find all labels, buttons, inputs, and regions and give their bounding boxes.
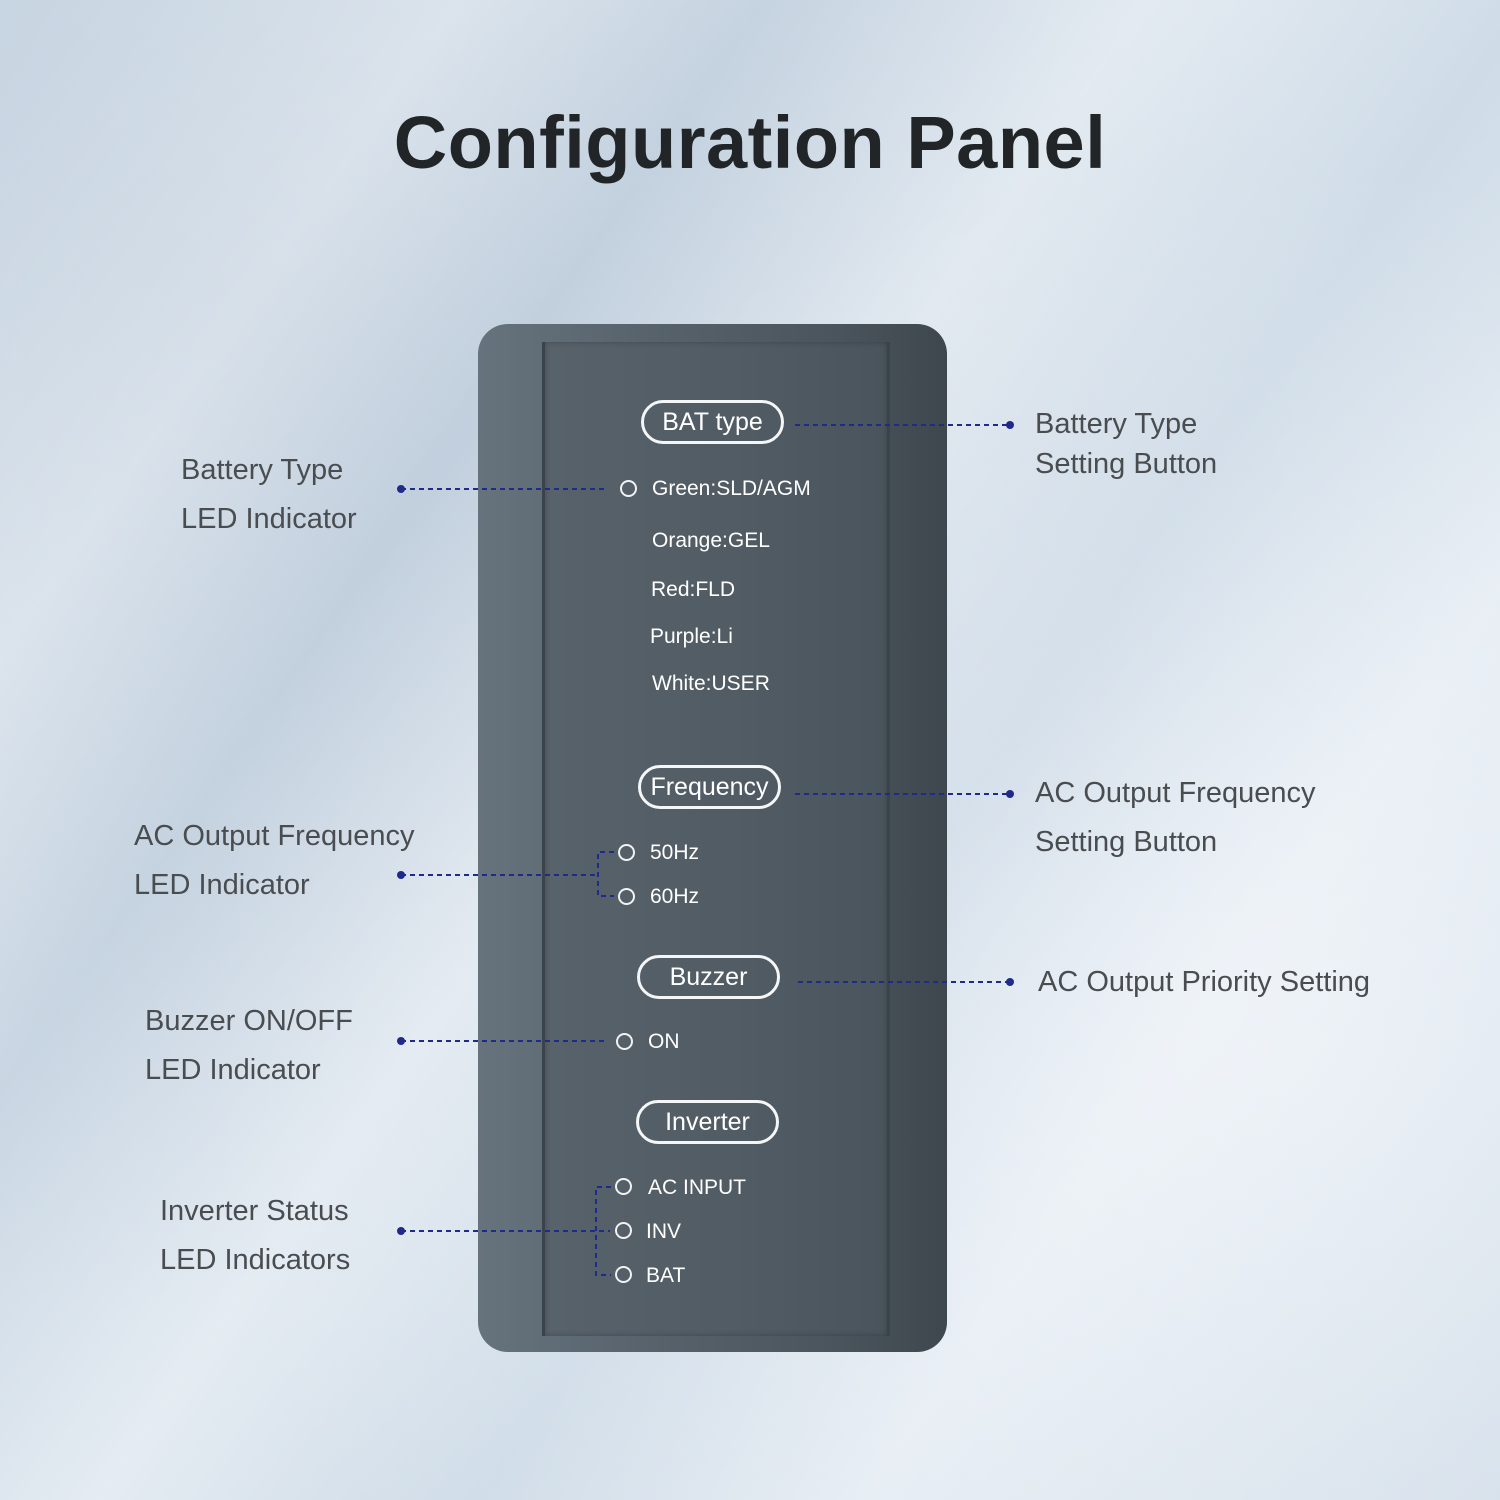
bat-led (615, 1266, 632, 1283)
callout-frequency-button-line1: AC Output Frequency (1035, 777, 1316, 809)
leader-dot (397, 1227, 405, 1235)
buzzer-on-led (616, 1033, 633, 1050)
leader-bracket (597, 851, 614, 897)
callout-frequency-button-line2: Setting Button (1035, 826, 1218, 858)
leader-bracket (595, 1186, 611, 1276)
callout-frequency-led-line2: LED Indicator (134, 869, 310, 901)
leader-dot (1006, 790, 1014, 798)
leader-dot (1006, 421, 1014, 429)
inv-led (615, 1222, 632, 1239)
callout-buzzer-led-line2: LED Indicator (145, 1054, 321, 1086)
callout-frequency-led-line1: AC Output Frequency (134, 820, 415, 852)
frequency-60hz-led (618, 888, 635, 905)
leader-dot (1006, 978, 1014, 986)
inverter-option: AC INPUT (648, 1176, 747, 1199)
battery-type-led (620, 480, 637, 497)
battery-type-option: Red:FLD (651, 578, 736, 601)
frequency-option: 50Hz (650, 841, 700, 864)
battery-type-option: Green:SLD/AGM (652, 477, 811, 500)
battery-type-option: Purple:Li (650, 625, 733, 648)
buzzer-button[interactable]: Buzzer (637, 955, 780, 999)
battery-type-option: White:USER (652, 672, 770, 695)
inverter-option: INV (646, 1220, 682, 1243)
battery-type-option: Orange:GEL (652, 529, 770, 552)
callout-buzzer-led-line1: Buzzer ON/OFF (145, 1005, 353, 1037)
leader-dot (397, 485, 405, 493)
callout-battery-type-button-line2: Setting Button (1035, 448, 1218, 480)
callout-battery-type-led-line2: LED Indicator (181, 503, 357, 535)
callout-battery-type-button-line1: Battery Type (1035, 408, 1198, 440)
buzzer-option: ON (648, 1030, 680, 1053)
leader-dot (397, 1037, 405, 1045)
callout-inverter-led-line1: Inverter Status (160, 1195, 349, 1227)
ac-input-led (615, 1178, 632, 1195)
frequency-50hz-led (618, 844, 635, 861)
callout-inverter-led-line2: LED Indicators (160, 1244, 351, 1276)
bat-type-button[interactable]: BAT type (641, 400, 784, 444)
callout-priority-setting: AC Output Priority Setting (1038, 966, 1371, 998)
page-title: Configuration Panel (393, 101, 1107, 184)
leader-dot (397, 871, 405, 879)
callout-battery-type-led-line1: Battery Type (181, 454, 344, 486)
control-panel-face (542, 342, 890, 1336)
inverter-button[interactable]: Inverter (636, 1100, 779, 1144)
frequency-button[interactable]: Frequency (638, 765, 781, 809)
frequency-option: 60Hz (650, 885, 700, 908)
inverter-option: BAT (646, 1264, 686, 1287)
